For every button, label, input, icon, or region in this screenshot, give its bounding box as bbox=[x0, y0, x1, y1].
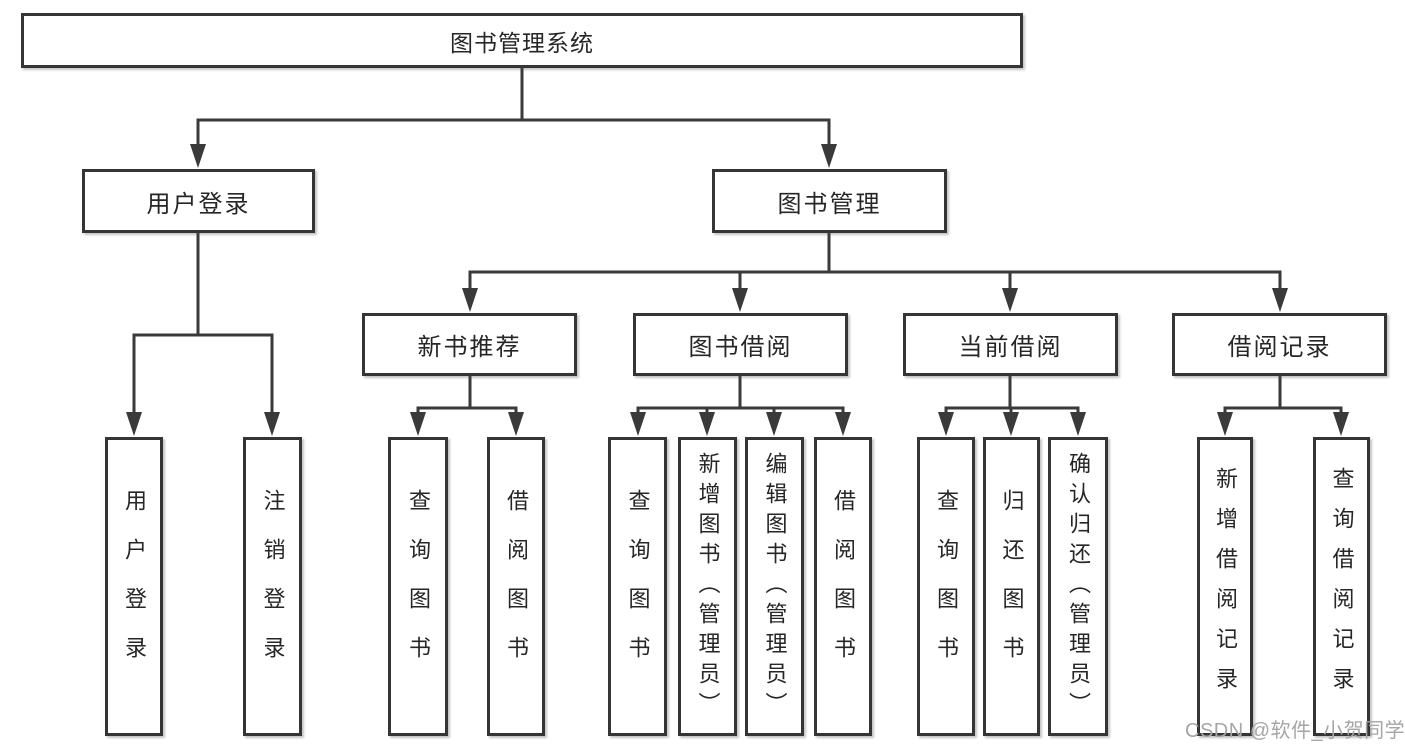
leaf-user-login: 用户登录 bbox=[105, 437, 163, 736]
node-root-label: 图书管理系统 bbox=[450, 29, 594, 56]
leaf-newbook-borrow-books-label: 借阅图书 bbox=[504, 488, 529, 685]
leaf-newbook-query-books-label: 查询图书 bbox=[406, 488, 431, 685]
leaf-current-confirm-return-admin-label: 确认归还（管理员） bbox=[1066, 451, 1091, 722]
arrowheads bbox=[126, 144, 1349, 436]
leaf-borrow-query-books-label: 查询图书 bbox=[625, 488, 651, 685]
connector-records-to-leaves bbox=[1223, 376, 1343, 422]
leaf-borrow-add-books-admin: 新增图书（管理员） bbox=[678, 437, 737, 736]
node-book-borrow: 图书借阅 bbox=[633, 313, 848, 376]
leaf-records-add-record: 新增借阅记录 bbox=[1197, 437, 1253, 736]
leaf-borrow-add-books-admin-label: 新增图书（管理员） bbox=[695, 451, 721, 722]
leaf-logout-label: 注销登录 bbox=[260, 488, 286, 685]
leaf-borrow-edit-books-admin-label: 编辑图书（管理员） bbox=[762, 451, 788, 722]
leaf-logout: 注销登录 bbox=[243, 437, 302, 736]
leaf-current-query-books-label: 查询图书 bbox=[934, 488, 959, 685]
leaf-records-query-record: 查询借阅记录 bbox=[1313, 437, 1370, 736]
node-current-borrow: 当前借阅 bbox=[903, 313, 1118, 376]
leaf-current-return-books-label: 归还图书 bbox=[999, 488, 1025, 685]
node-user-login-label: 用户登录 bbox=[146, 190, 251, 218]
leaf-borrow-edit-books-admin: 编辑图书（管理员） bbox=[745, 437, 804, 736]
node-borrow-records-label: 借阅记录 bbox=[1227, 334, 1332, 361]
node-book-borrow-label: 图书借阅 bbox=[688, 334, 793, 361]
node-new-book-recommend: 新书推荐 bbox=[362, 313, 577, 376]
node-new-book-recommend-label: 新书推荐 bbox=[417, 334, 522, 361]
connector-borrow-to-leaves bbox=[636, 376, 845, 422]
leaf-current-confirm-return-admin: 确认归还（管理员） bbox=[1048, 437, 1108, 736]
node-book-management: 图书管理 bbox=[712, 169, 947, 233]
connector-newbook-to-leaves bbox=[416, 376, 518, 422]
leaf-user-login-label: 用户登录 bbox=[122, 488, 147, 685]
node-current-borrow-label: 当前借阅 bbox=[958, 334, 1063, 361]
leaf-borrow-query-books: 查询图书 bbox=[608, 437, 667, 736]
node-borrow-records: 借阅记录 bbox=[1172, 313, 1387, 376]
leaf-current-return-books: 归还图书 bbox=[983, 437, 1040, 736]
leaf-records-add-record-label: 新增借阅记录 bbox=[1213, 466, 1238, 707]
connector-mgmt-to-level3 bbox=[468, 233, 1282, 296]
watermark: CSDN @软件_小贺同学 bbox=[1185, 720, 1405, 742]
node-book-management-label: 图书管理 bbox=[777, 190, 882, 218]
leaf-newbook-query-books: 查询图书 bbox=[388, 437, 448, 736]
leaf-current-query-books: 查询图书 bbox=[917, 437, 975, 736]
leaf-borrow-borrow-books-label: 借阅图书 bbox=[831, 488, 856, 685]
node-root: 图书管理系统 bbox=[21, 13, 1023, 68]
node-user-login: 用户登录 bbox=[82, 169, 315, 233]
connector-root-to-level2 bbox=[196, 68, 831, 152]
leaf-records-query-record-label: 查询借阅记录 bbox=[1329, 466, 1355, 707]
connector-login-to-leaves bbox=[132, 233, 274, 420]
leaf-borrow-borrow-books: 借阅图书 bbox=[814, 437, 872, 736]
leaf-newbook-borrow-books: 借阅图书 bbox=[487, 437, 545, 736]
